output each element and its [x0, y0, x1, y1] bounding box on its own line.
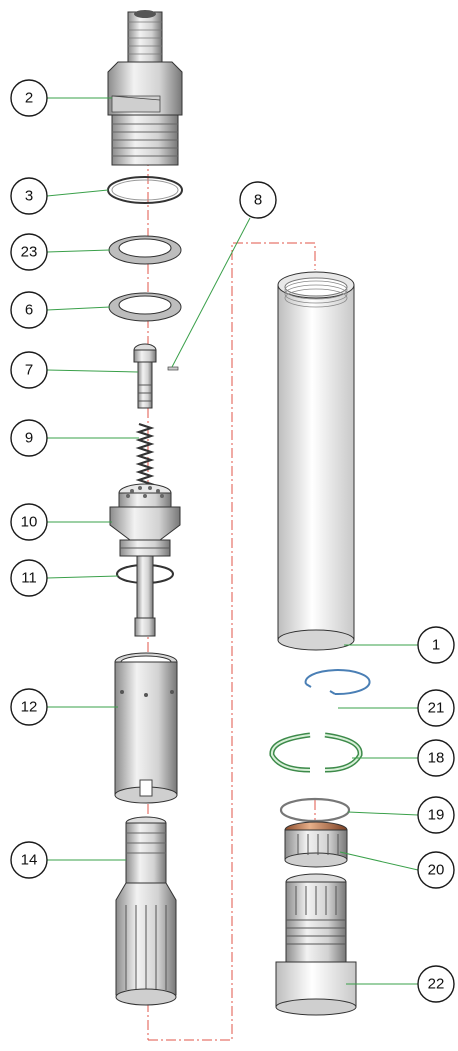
callout-7: 7 [10, 351, 48, 389]
svg-text:7: 7 [25, 362, 33, 379]
svg-text:2: 2 [25, 90, 33, 107]
svg-text:22: 22 [428, 976, 445, 993]
callout-22: 22 [417, 965, 455, 1003]
svg-text:21: 21 [428, 700, 445, 717]
part-spring [135, 422, 155, 490]
part-washer-23 [108, 235, 182, 265]
svg-text:9: 9 [25, 430, 33, 447]
callout-20: 20 [417, 851, 455, 889]
callout-12: 12 [10, 688, 48, 726]
svg-text:23: 23 [21, 244, 38, 261]
callout-23: 23 [10, 233, 48, 271]
part-bit-bushing [284, 821, 348, 868]
part-retaining-ring [269, 732, 363, 773]
callout-3: 3 [10, 177, 48, 215]
svg-text:8: 8 [254, 192, 262, 209]
callout-14: 14 [10, 841, 48, 879]
svg-text:20: 20 [428, 862, 445, 879]
callout-10: 10 [10, 503, 48, 541]
svg-text:10: 10 [21, 514, 38, 531]
part-casing-tube [277, 271, 355, 651]
part-check-valve [133, 343, 157, 409]
svg-text:14: 14 [21, 852, 38, 869]
part-foot-valve [134, 555, 156, 637]
callout-19: 19 [417, 796, 455, 834]
part-chuck [275, 873, 357, 1016]
svg-text:11: 11 [21, 570, 37, 587]
part-o-ring-19 [279, 797, 351, 823]
svg-text:18: 18 [428, 750, 445, 767]
callout-2: 2 [10, 79, 48, 117]
part-bit [115, 816, 177, 1006]
part-cylinder [114, 652, 178, 804]
callout-21: 21 [417, 689, 455, 727]
part-valve-seat [109, 483, 181, 557]
svg-text:3: 3 [25, 188, 33, 205]
part-circlip [304, 669, 371, 696]
part-washer-6 [108, 292, 182, 322]
callout-1: 1 [417, 626, 455, 664]
callout-9: 9 [10, 419, 48, 457]
svg-text:6: 6 [25, 302, 33, 319]
part-o-ring-3 [107, 176, 183, 204]
callout-18: 18 [417, 739, 455, 777]
part-top-sub [107, 10, 183, 166]
callout-6: 6 [10, 291, 48, 329]
part-pin [167, 366, 179, 371]
callout-11: 11 [10, 559, 48, 597]
svg-text:12: 12 [21, 699, 38, 716]
svg-text:1: 1 [432, 637, 440, 654]
leader-lines [46, 97, 419, 985]
callout-8: 8 [239, 181, 277, 219]
svg-text:19: 19 [428, 807, 445, 824]
